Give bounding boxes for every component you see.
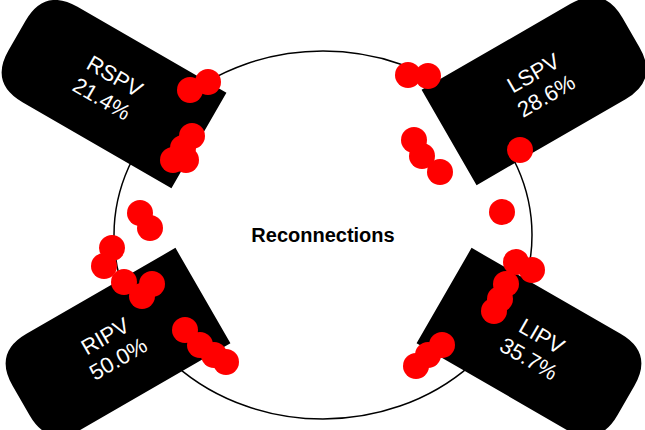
reconnection-dot <box>429 332 455 358</box>
reconnection-dot <box>127 200 153 226</box>
reconnection-dot <box>503 249 529 275</box>
reconnection-dot <box>160 147 186 173</box>
reconnection-dot <box>487 286 513 312</box>
reconnection-dot <box>99 235 125 261</box>
reconnection-dot <box>177 77 203 103</box>
reconnection-dot <box>481 298 507 324</box>
reconnection-dot <box>187 332 213 358</box>
reconnection-dot <box>401 127 427 153</box>
reconnection-dot <box>427 159 453 185</box>
reconnection-dot <box>415 342 441 368</box>
reconnection-dot <box>519 257 545 283</box>
reconnection-dot <box>170 135 196 161</box>
reconnection-dot <box>395 62 421 88</box>
reconnection-dot <box>507 137 533 163</box>
vein-body <box>0 0 226 188</box>
reconnection-dot <box>415 63 441 89</box>
reconnection-dot <box>129 283 155 309</box>
reconnection-dot <box>173 147 199 173</box>
reconnection-dot <box>172 317 198 343</box>
reconnection-dot <box>403 353 429 379</box>
reconnection-dot <box>213 349 239 375</box>
vein-body <box>417 248 645 430</box>
center-label: Reconnections <box>251 224 394 247</box>
vein-body <box>422 0 645 185</box>
reconnection-dot <box>91 253 117 279</box>
reconnection-dot <box>409 143 435 169</box>
reconnection-dot <box>111 269 137 295</box>
vein-body <box>0 248 230 430</box>
reconnection-dot <box>201 342 227 368</box>
reconnection-dot <box>195 69 221 95</box>
reconnection-dot <box>179 123 205 149</box>
reconnection-dot <box>489 199 515 225</box>
reconnection-dot <box>493 271 519 297</box>
reconnection-dot <box>137 215 163 241</box>
reconnection-dot <box>139 271 165 297</box>
